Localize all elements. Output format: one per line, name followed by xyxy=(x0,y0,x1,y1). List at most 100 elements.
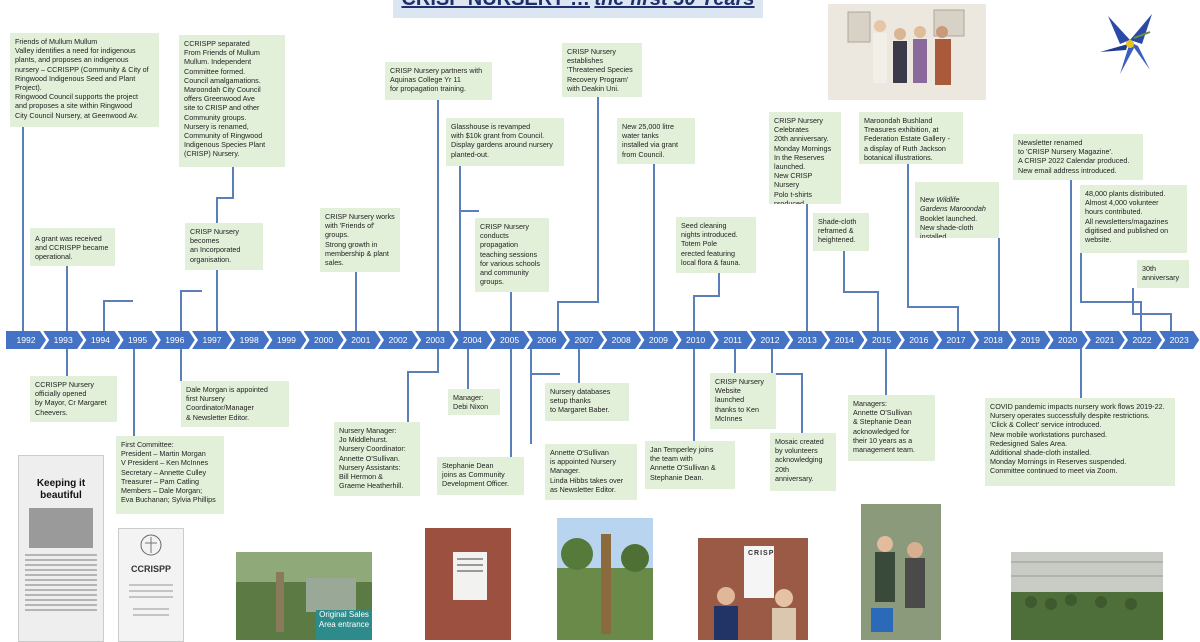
note-2020-newsletter: Newsletter renamed to 'CRISP Nursery Mag… xyxy=(1013,134,1143,180)
crisp-sign-text: CRISP xyxy=(748,550,775,557)
brick-wall-photo xyxy=(425,528,511,640)
connector-line xyxy=(103,300,105,331)
connector-line xyxy=(693,295,720,297)
timeline-year-1998: 1998 xyxy=(229,331,269,349)
connector-line xyxy=(1080,253,1082,301)
timeline-year-2016: 2016 xyxy=(899,331,939,349)
note-2017-text-b: Wildlife Gardens Maroondah xyxy=(920,195,986,214)
note-2011-website: CRISP Nursery Website launched thanks to… xyxy=(710,373,776,429)
timeline-year-1994: 1994 xyxy=(80,331,120,349)
note-2017-text-c: Booklet launched. New shade-cloth instal… xyxy=(920,213,978,238)
note-2010-seed-cleaning: Seed cleaning nights introduced. Totem P… xyxy=(676,217,756,273)
note-2017-booklet: New Wildlife Gardens Maroondah Booklet l… xyxy=(915,182,999,238)
title-main: CRISP NURSERY … xyxy=(401,0,590,11)
connector-line xyxy=(66,266,68,331)
note-2004-manager: Manager: Debi Nixon xyxy=(448,389,500,415)
flower-art xyxy=(1100,14,1152,74)
ccrispp-flyer: CCRISPP xyxy=(118,528,184,642)
flyer-logo-text: CCRISPP xyxy=(130,564,171,574)
note-1994-opened: CCRISPP Nursery officially opened by May… xyxy=(30,376,117,422)
timeline-year-2022: 2022 xyxy=(1122,331,1162,349)
connector-line xyxy=(1170,313,1172,331)
connector-line xyxy=(957,306,959,331)
connector-line xyxy=(180,290,182,331)
connector-line xyxy=(843,251,845,291)
clipping-headline: Keeping it beautiful xyxy=(36,478,86,501)
note-1997-separated: CCRISPP separated From Friends of Mullum… xyxy=(179,35,285,167)
crisp-team-art xyxy=(698,538,808,640)
connector-line xyxy=(877,291,879,331)
connector-line xyxy=(578,349,580,383)
page-title: CRISP NURSERY … the first 30 Years xyxy=(393,0,763,18)
timeline-year-2017: 2017 xyxy=(936,331,976,349)
timeline-year-2004: 2004 xyxy=(452,331,492,349)
note-2003-staff: Nursery Manager: Jo Middlehurst. Nursery… xyxy=(334,422,420,496)
connector-line xyxy=(232,167,234,197)
connector-line xyxy=(771,349,773,373)
flyer-logo-art xyxy=(140,534,162,556)
connector-line xyxy=(801,373,803,433)
shadehouse-photo xyxy=(1011,552,1163,640)
group-photo xyxy=(828,4,986,100)
note-2017-text-a: New xyxy=(920,195,937,205)
connector-line xyxy=(180,290,202,292)
connector-line xyxy=(530,373,560,375)
totem-pole-art xyxy=(557,518,653,640)
timeline-year-2008: 2008 xyxy=(601,331,641,349)
note-2005-teaching: CRISP Nursery conducts propagation teach… xyxy=(475,218,549,292)
note-2014-shade-cloth: Shade-cloth reframed & heightened. xyxy=(813,213,869,251)
crisp-team-photo: CRISP xyxy=(698,538,808,640)
connector-line xyxy=(998,238,1000,331)
connector-line xyxy=(718,273,720,295)
note-1995-committee: First Committee: President – Martin Morg… xyxy=(116,436,224,514)
connector-line xyxy=(459,210,461,331)
brick-wall-art xyxy=(425,528,511,640)
timeline-year-2000: 2000 xyxy=(304,331,344,349)
note-2001-friends-groups: CRISP Nursery works with 'Friends of' gr… xyxy=(320,208,400,272)
managers-art xyxy=(861,504,941,640)
connector-line xyxy=(734,349,736,373)
timeline-year-1995: 1995 xyxy=(118,331,158,349)
connector-line xyxy=(133,349,135,436)
timeline-year-1999: 1999 xyxy=(266,331,306,349)
flyer-body xyxy=(129,584,173,616)
connector-line xyxy=(1070,180,1072,331)
timeline-year-2013: 2013 xyxy=(787,331,827,349)
shadehouse-art xyxy=(1011,552,1163,640)
connector-line xyxy=(530,349,532,373)
connector-line xyxy=(66,349,68,376)
connector-line xyxy=(653,164,655,331)
timeline-year-1996: 1996 xyxy=(155,331,195,349)
timeline-year-1997: 1997 xyxy=(192,331,232,349)
timeline-year-2020: 2020 xyxy=(1048,331,1088,349)
connector-line xyxy=(771,373,801,375)
note-2004-glasshouse: Glasshouse is revamped with $10k grant f… xyxy=(446,118,564,166)
timeline-year-2011: 2011 xyxy=(713,331,753,349)
note-1996-incorporated: CRISP Nursery becomes an Incorporated or… xyxy=(185,223,263,270)
timeline-year-2006: 2006 xyxy=(527,331,567,349)
connector-line xyxy=(437,100,439,331)
connector-line xyxy=(693,349,695,441)
note-2006-threatened: CRISP Nursery establishes 'Threatened Sp… xyxy=(562,43,642,97)
connector-line xyxy=(103,300,133,302)
note-2016-exhibition: Maroondah Bushland Treasures exhibition,… xyxy=(859,112,963,164)
timeline-year-2012: 2012 xyxy=(750,331,790,349)
connector-line xyxy=(557,301,599,303)
timeline-year-2002: 2002 xyxy=(378,331,418,349)
connector-line xyxy=(597,97,599,301)
connector-line xyxy=(355,272,357,331)
timeline-year-2019: 2019 xyxy=(1010,331,1050,349)
connector-line xyxy=(407,371,409,422)
note-2007-databases: Nursery databases setup thanks to Margar… xyxy=(545,383,629,421)
connector-line xyxy=(22,127,24,331)
connector-line xyxy=(407,371,439,373)
note-2021-plants: 48,000 plants distributed. Almost 4,000 … xyxy=(1080,185,1187,253)
connector-line xyxy=(1080,301,1140,303)
timeline-year-2001: 2001 xyxy=(341,331,381,349)
connector-line xyxy=(1080,349,1082,398)
connector-line xyxy=(459,166,461,210)
flower-icon xyxy=(1090,4,1170,84)
title-italic: the first 30 Years xyxy=(594,0,754,11)
connector-line xyxy=(1132,288,1134,313)
timeline-year-1993: 1993 xyxy=(43,331,83,349)
